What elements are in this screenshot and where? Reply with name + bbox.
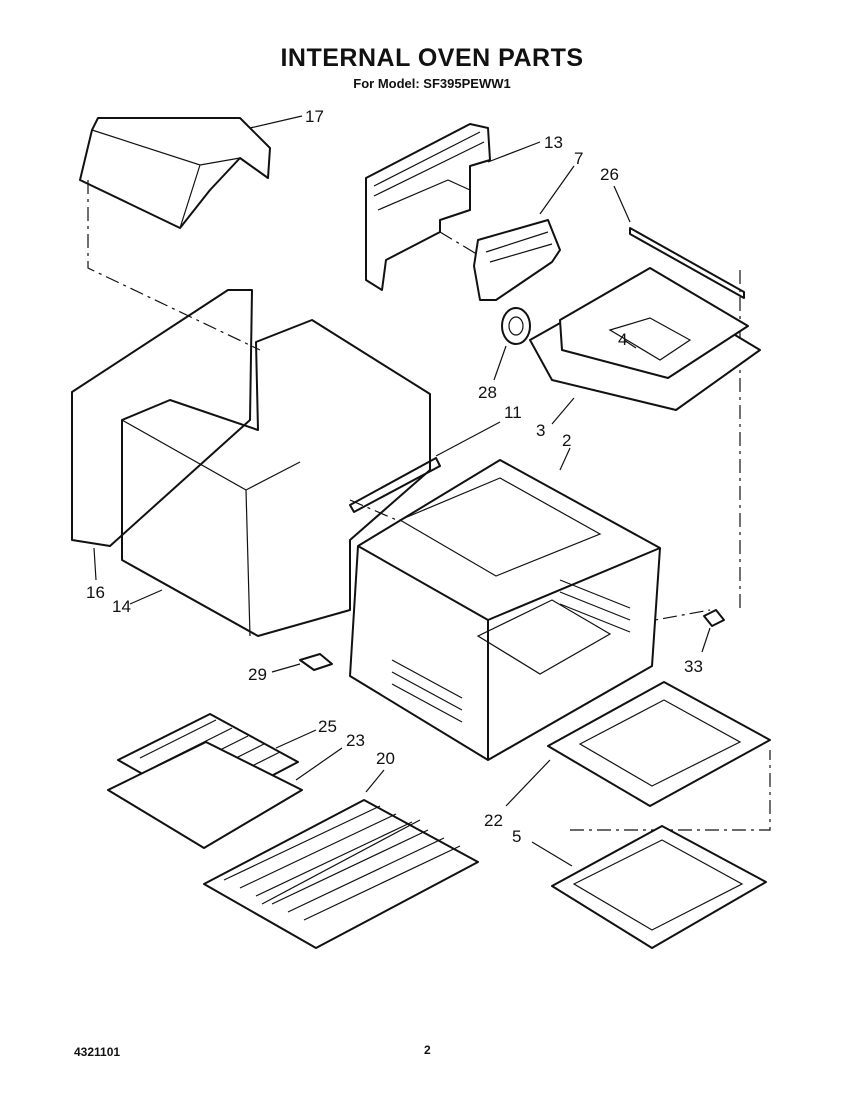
part-gasket-strip — [629, 227, 745, 299]
callout-13: 13 — [544, 133, 563, 152]
callout-22: 22 — [484, 811, 503, 830]
callout-11: 11 — [504, 403, 522, 422]
callout-14: 14 — [112, 597, 131, 616]
part-oven-bottom — [547, 681, 771, 807]
page-number: 2 — [424, 1043, 431, 1057]
part-broiler-pan — [107, 741, 303, 849]
page-title: INTERNAL OVEN PARTS — [280, 44, 584, 72]
callout-28: 28 — [478, 383, 497, 402]
part-oven-liner — [349, 459, 661, 761]
callouts: 17 13 7 26 4 28 3 11 2 16 14 29 33 25 23… — [86, 107, 703, 846]
callout-33: 33 — [684, 657, 703, 676]
callout-23: 23 — [346, 731, 365, 750]
part-vent-baffle — [473, 219, 561, 301]
callout-26: 26 — [600, 165, 619, 184]
part-insulation-bracket — [349, 457, 441, 513]
leader-lines — [93, 115, 711, 867]
document-number: 4321101 — [74, 1045, 121, 1059]
part-vent-duct — [365, 123, 491, 291]
part-drawer-pan — [551, 825, 767, 949]
part-clip — [299, 653, 333, 671]
callout-16: 16 — [86, 583, 105, 602]
part-grommet — [501, 307, 531, 345]
callout-3: 3 — [536, 421, 545, 440]
part-insulation-top — [79, 117, 271, 229]
part-insulation-side — [71, 289, 253, 547]
callout-29: 29 — [248, 665, 267, 684]
part-insulation-wrap — [121, 319, 431, 637]
callout-4: 4 — [618, 330, 627, 349]
callout-20: 20 — [376, 749, 395, 768]
callout-5: 5 — [512, 827, 521, 846]
callout-17: 17 — [305, 107, 324, 126]
callout-7: 7 — [574, 149, 583, 168]
callout-25: 25 — [318, 717, 337, 736]
part-hinge-clip — [703, 609, 725, 627]
callout-2: 2 — [562, 431, 571, 450]
part-burner-box — [529, 267, 761, 411]
part-oven-rack — [203, 799, 479, 949]
model-subtitle: For Model: SF395PEWW1 — [353, 76, 511, 91]
